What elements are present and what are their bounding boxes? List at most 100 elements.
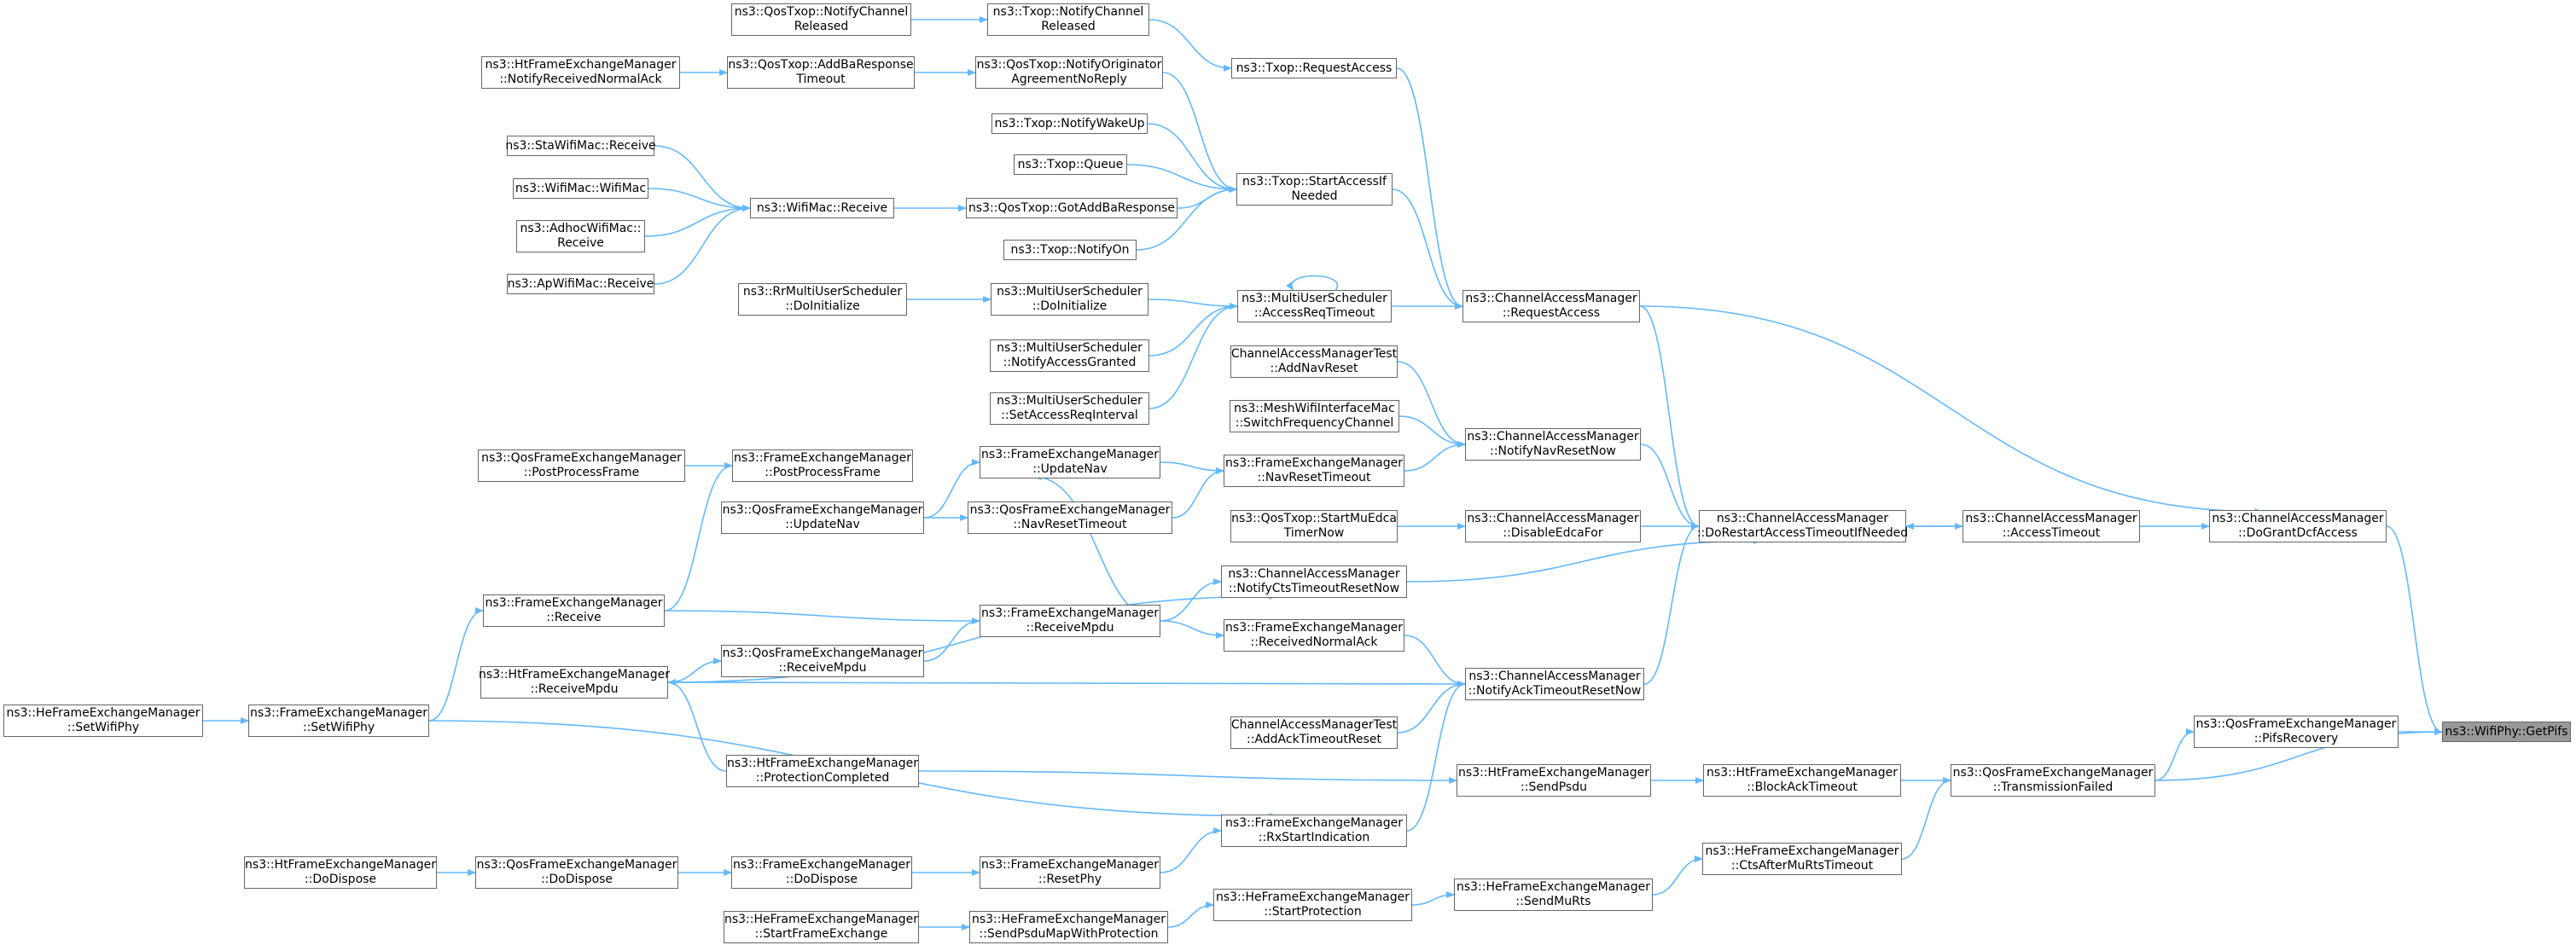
graph-node[interactable]: ns3::ChannelAccessManager::DisableEdcaFo…	[1465, 510, 1641, 542]
graph-node[interactable]: ns3::HeFrameExchangeManager::SetWifiPhy	[3, 705, 203, 737]
graph-node[interactable]: ns3::HtFrameExchangeManager::NotifyRecei…	[481, 56, 680, 89]
graph-node[interactable]: ns3::QosFrameExchangeManager::PostProces…	[478, 449, 685, 482]
call-edge	[654, 145, 751, 212]
graph-node[interactable]: ns3::AdhocWifiMac::Receive	[516, 220, 645, 252]
graph-node[interactable]: ns3::StaWifiMac::Receive	[505, 136, 656, 156]
node-label: ns3::ApWifiMac::Receive	[507, 276, 654, 291]
graph-node[interactable]: ns3::QosFrameExchangeManager::NavResetTi…	[968, 502, 1172, 534]
node-label: Timeout	[796, 72, 846, 86]
node-label: ns3::Txop::Queue	[1017, 157, 1124, 171]
graph-node[interactable]: ns3::WifiPhy::GetPifs	[2442, 722, 2571, 742]
graph-node[interactable]: ns3::HtFrameExchangeManager::DoDispose	[244, 856, 437, 889]
graph-node[interactable]: ChannelAccessManagerTest::AddAckTimeoutR…	[1230, 716, 1398, 749]
node-label: ::SendMuRts	[1515, 895, 1591, 908]
call-edge	[1392, 188, 1463, 310]
node-label: ::StartFrameExchange	[754, 927, 888, 941]
graph-node[interactable]: ns3::WifiMac::WifiMac	[513, 178, 648, 199]
graph-node[interactable]: ns3::FrameExchangeManager::PostProcessFr…	[732, 449, 913, 482]
graph-node[interactable]: ns3::QosFrameExchangeManager::PifsRecove…	[2194, 716, 2399, 748]
graph-node[interactable]: ns3::HtFrameExchangeManager::BlockAckTim…	[1703, 764, 1901, 797]
graph-node[interactable]: ns3::FrameExchangeManager::RxStartIndica…	[1221, 815, 1407, 847]
node-label: ns3::QosFrameExchangeManager	[969, 503, 1171, 517]
graph-node[interactable]: ChannelAccessManagerTest::AddNavReset	[1230, 345, 1398, 378]
node-label: Receive	[557, 236, 604, 250]
graph-node[interactable]: ns3::FrameExchangeManager::UpdateNav	[980, 446, 1160, 478]
graph-node[interactable]: ns3::RrMultiUserScheduler::DoInitialize	[738, 283, 907, 316]
graph-node[interactable]: ns3::FrameExchangeManager::DoDispose	[731, 856, 912, 889]
call-edge	[667, 658, 722, 683]
call-edge	[1640, 444, 1700, 530]
graph-node[interactable]: ns3::Txop::NotifyWakeUp	[991, 113, 1148, 134]
graph-node[interactable]: ns3::Txop::NotifyOn	[1003, 240, 1137, 260]
node-label: ns3::ChannelAccessManager	[1468, 670, 1641, 683]
graph-node[interactable]: ns3::FrameExchangeManager::SetWifiPhy	[248, 705, 429, 737]
node-label: ns3::Txop::NotifyWakeUp	[994, 116, 1145, 130]
call-edge	[664, 610, 980, 624]
graph-node[interactable]: ns3::FrameExchangeManager::NavResetTimeo…	[1224, 455, 1404, 487]
node-label: ns3::QosFrameExchangeManager	[722, 647, 923, 660]
node-label: ns3::RrMultiUserScheduler	[742, 285, 903, 299]
graph-node[interactable]: ns3::ChannelAccessManager::AccessTimeout	[1963, 510, 2140, 542]
graph-node[interactable]: ns3::Txop::Queue	[1014, 154, 1127, 175]
node-label: ns3::FrameExchangeManager	[1225, 816, 1403, 830]
graph-node[interactable]: ns3::HtFrameExchangeManager::ProtectionC…	[726, 755, 919, 787]
graph-node[interactable]: ns3::ChannelAccessManager::DoGrantDcfAcc…	[2209, 510, 2387, 542]
node-label: ns3::QosFrameExchangeManager	[481, 451, 682, 465]
call-edge	[1162, 72, 1237, 193]
call-edge	[1167, 902, 1214, 928]
graph-node[interactable]: ns3::MultiUserScheduler::NotifyAccessGra…	[990, 339, 1149, 372]
graph-node[interactable]: ns3::FrameExchangeManager::Receive	[483, 594, 665, 627]
graph-node[interactable]: ns3::HeFrameExchangeManager::CtsAfterMuR…	[1702, 843, 1902, 875]
graph-node[interactable]: ns3::MultiUserScheduler::DoInitialize	[991, 283, 1148, 316]
graph-node[interactable]: ns3::FrameExchangeManager::ResetPhy	[980, 856, 1160, 889]
graph-node[interactable]: ns3::HtFrameExchangeManager::ReceiveMpdu	[479, 666, 670, 699]
graph-node[interactable]: ns3::QosFrameExchangeManager::DoDispose	[475, 856, 678, 889]
node-label: ns3::QosFrameExchangeManager	[2195, 717, 2397, 731]
graph-node[interactable]: ns3::HtFrameExchangeManager::SendPsdu	[1457, 764, 1651, 797]
node-label: ns3::HtFrameExchangeManager	[245, 858, 436, 872]
graph-node[interactable]: ns3::QosFrameExchangeManager::ReceiveMpd…	[721, 645, 924, 677]
graph-node[interactable]: ns3::Txop::RequestAccess	[1231, 58, 1397, 78]
node-label: ::RxStartIndication	[1258, 831, 1370, 844]
graph-node[interactable]: ns3::HeFrameExchangeManager::SendPsduMap…	[969, 911, 1168, 943]
graph-node[interactable]: ns3::QosFrameExchangeManager::UpdateNav	[721, 502, 924, 534]
node-label: ns3::HeFrameExchangeManager	[1456, 880, 1651, 894]
graph-node[interactable]: ns3::QosTxop::GotAddBaResponse	[966, 198, 1178, 218]
graph-node[interactable]: ns3::MeshWifiInterfaceMac::SwitchFrequen…	[1230, 400, 1399, 432]
graph-node[interactable]: ns3::HeFrameExchangeManager::SendMuRts	[1454, 879, 1653, 911]
graph-node[interactable]: ns3::FrameExchangeManager::ReceiveMpdu	[980, 605, 1160, 637]
call-edge	[1136, 186, 1237, 251]
graph-node[interactable]: ns3::ChannelAccessManager::NotifyCtsTime…	[1221, 565, 1407, 598]
graph-node[interactable]: ns3::WifiMac::Receive	[750, 198, 894, 218]
node-label: ::AccessTimeout	[2002, 526, 2101, 540]
node-label: ChannelAccessManagerTest	[1230, 347, 1398, 361]
graph-node[interactable]: ns3::FrameExchangeManager::ReceivedNorma…	[1224, 619, 1404, 652]
node-label: ::DoGrantDcfAccess	[2238, 526, 2358, 540]
call-edge	[1148, 299, 1238, 310]
graph-node[interactable]: ns3::MultiUserScheduler::AccessReqTimeou…	[1237, 290, 1392, 322]
graph-node[interactable]: ns3::ChannelAccessManager::RequestAccess	[1462, 290, 1640, 322]
node-label: ns3::WifiPhy::GetPifs	[2445, 724, 2568, 739]
node-label: ns3::ChannelAccessManager	[1467, 430, 1639, 444]
node-label: ns3::Txop::RequestAccess	[1236, 61, 1393, 75]
graph-node[interactable]: ns3::ApWifiMac::Receive	[507, 274, 654, 294]
graph-node[interactable]: ns3::HeFrameExchangeManager::StartProtec…	[1213, 889, 1412, 921]
call-edge	[664, 462, 733, 612]
graph-node[interactable]: ns3::ChannelAccessManager::NotifyAckTime…	[1465, 668, 1644, 700]
graph-node[interactable]: ns3::ChannelAccessManager::DoRestartAcce…	[1697, 510, 1908, 542]
graph-node[interactable]: ns3::QosFrameExchangeManager::Transmissi…	[1951, 764, 2155, 797]
call-edge	[1406, 537, 1762, 583]
graph-node[interactable]: ns3::MultiUserScheduler::SetAccessReqInt…	[990, 392, 1149, 425]
graph-node[interactable]: ns3::ChannelAccessManager::NotifyNavRese…	[1465, 428, 1641, 461]
node-label: ::ReceivedNormalAck	[1250, 635, 1378, 649]
node-label: ::SwitchFrequencyChannel	[1235, 416, 1394, 430]
call-edge	[428, 607, 484, 722]
graph-node[interactable]: ns3::HeFrameExchangeManager::StartFrameE…	[724, 911, 919, 943]
